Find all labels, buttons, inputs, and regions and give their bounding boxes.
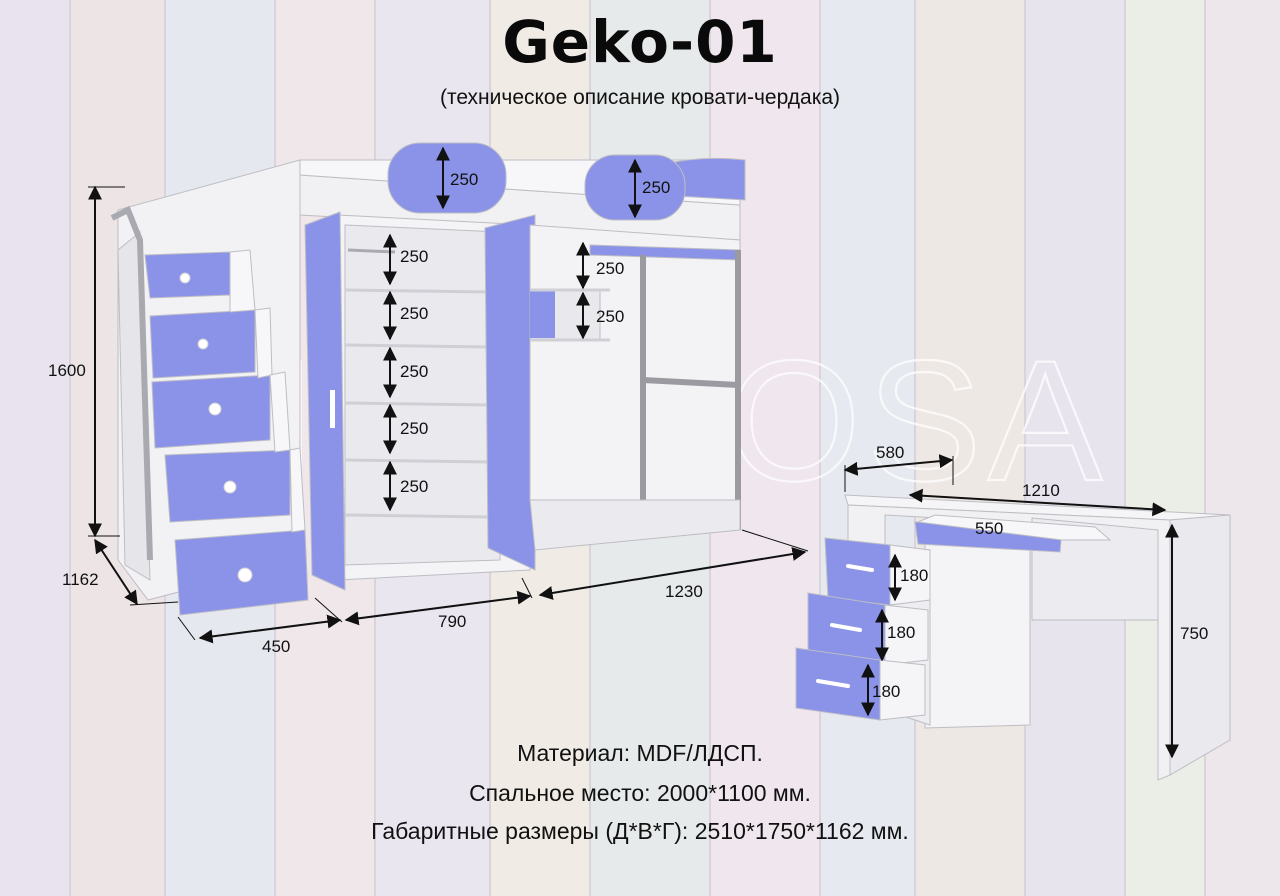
dim-wardrobe-shelf-2: 250 [400,304,429,323]
product-subtitle: (техническое описание кровати-чердака) [439,86,841,109]
dim-stairs-width: 450 [262,637,291,656]
dim-drawer-2: 180 [887,623,916,642]
dim-desk-height: 750 [1180,624,1209,643]
spec-material: Материал: MDF/ЛДСП. [517,740,763,766]
dim-open-shelf-2: 250 [596,307,625,326]
spec-sleeping-place: Спальное место: 2000*1100 мм. [469,780,811,806]
dim-keyboard-shelf: 550 [975,519,1004,538]
dim-depth: 1162 [62,570,99,589]
dimension-lines [88,146,1179,759]
dim-open-shelf-1: 250 [596,259,625,278]
loft-bed [110,142,746,616]
product-title: Geko-01 [502,8,778,76]
dim-desk-width: 1210 [1022,481,1060,500]
dim-bed-section-width: 1230 [665,582,703,601]
dim-drawer-3: 180 [872,682,901,701]
desk [795,494,1231,781]
dim-top-panel-left: 250 [450,170,479,189]
dim-desk-depth: 580 [876,443,905,462]
dim-drawer-1: 180 [900,566,929,585]
spec-overall-size: Габаритные размеры (Д*В*Г): 2510*1750*11… [371,818,909,844]
dim-height: 1600 [48,361,86,380]
dim-top-panel-right: 250 [642,178,671,197]
dim-wardrobe-shelf-3: 250 [400,362,429,381]
dim-wardrobe-shelf-1: 250 [400,247,429,266]
dim-wardrobe-shelf-4: 250 [400,419,429,438]
dim-wardrobe-width: 790 [438,612,467,631]
dim-wardrobe-shelf-5: 250 [400,477,429,496]
